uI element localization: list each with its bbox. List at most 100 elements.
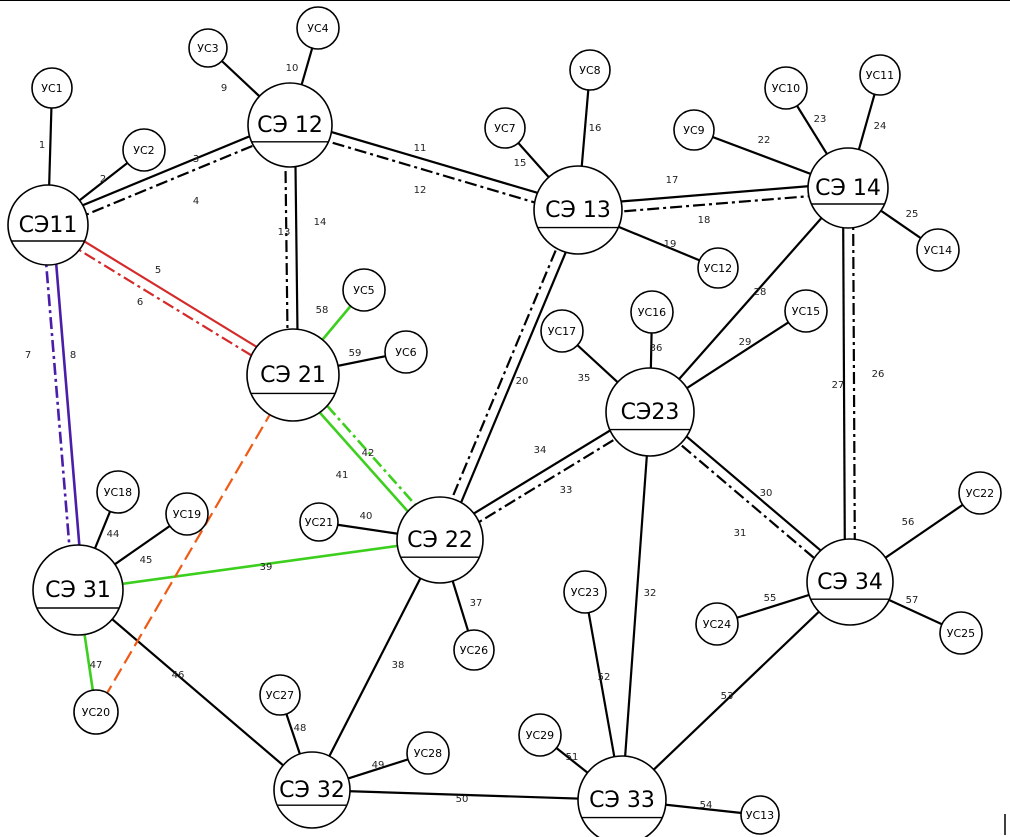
node-label: УС1 — [41, 82, 62, 95]
node-se21: СЭ 21 — [246, 328, 340, 422]
edge-label-41: 41 — [336, 470, 349, 481]
node-label: УС21 — [305, 516, 333, 529]
edge-label-45: 45 — [140, 555, 153, 566]
node-label: УС2 — [133, 144, 154, 157]
node-circle — [939, 611, 983, 655]
edge-4 — [49, 128, 293, 231]
edge-label-9: 9 — [221, 83, 227, 94]
node-label: СЭ 34 — [817, 570, 883, 595]
node-se22: СЭ 22 — [396, 496, 484, 584]
node-label: УС28 — [414, 747, 442, 760]
node-circle — [806, 538, 894, 626]
edge-label-58: 58 — [316, 305, 329, 316]
node-label: УС14 — [924, 244, 952, 257]
node-circle — [299, 502, 339, 542]
node-label: УС4 — [307, 22, 328, 35]
edge-label-24: 24 — [874, 121, 887, 132]
node-se11: СЭ11 — [7, 184, 89, 266]
node-circle — [296, 6, 340, 50]
edge-label-48: 48 — [294, 723, 307, 734]
edge-se13-se22 — [434, 207, 575, 539]
node-label: УС24 — [703, 618, 731, 631]
edge-label-2: 2 — [100, 174, 106, 185]
edge-26 — [851, 187, 857, 582]
node-circle — [563, 570, 607, 614]
node-circle — [784, 289, 828, 333]
edge-label-36: 36 — [650, 343, 663, 354]
edge-label-32: 32 — [644, 588, 657, 599]
node-us29: УС29 — [518, 713, 562, 757]
edge-label-51: 51 — [566, 752, 579, 763]
node-label: УС15 — [792, 305, 820, 318]
node-us5: УС5 — [342, 268, 386, 312]
node-us9: УС9 — [673, 109, 715, 151]
edge-label-53: 53 — [721, 691, 734, 702]
edge-label-25: 25 — [906, 209, 919, 220]
node-label: УС13 — [746, 809, 774, 822]
edge-label-35: 35 — [578, 373, 591, 384]
node-se33: СЭ 33 — [577, 755, 667, 837]
edge-label-14: 14 — [314, 217, 327, 228]
edge-label-56: 56 — [902, 517, 915, 528]
node-se14: СЭ 14 — [807, 147, 889, 229]
node-circle — [122, 128, 166, 172]
node-label: УС26 — [460, 644, 488, 657]
edge-39 — [77, 538, 441, 592]
edge-label-37: 37 — [470, 598, 483, 609]
node-label: УС6 — [395, 346, 416, 359]
node-us7: УС7 — [484, 107, 526, 149]
node-circle — [7, 184, 89, 266]
edge-label-38: 38 — [392, 660, 405, 671]
node-us11: УС11 — [859, 54, 901, 96]
edge-label-19: 19 — [664, 239, 677, 250]
edge-label-12: 12 — [414, 185, 427, 196]
node-label: УС12 — [704, 262, 732, 275]
edge-label-40: 40 — [360, 511, 373, 522]
node-circle — [807, 147, 889, 229]
edge-32 — [620, 411, 652, 801]
edge-label-8: 8 — [70, 350, 76, 361]
node-label: СЭ 33 — [589, 788, 655, 813]
node-label: СЭ 14 — [815, 176, 881, 201]
node-circle — [916, 228, 960, 272]
edge-label-13: 13 — [278, 227, 291, 238]
edge-label-23: 23 — [814, 114, 827, 125]
node-us22: УС22 — [958, 471, 1002, 515]
node-circle — [673, 109, 715, 151]
edge-label-46: 46 — [172, 670, 185, 681]
edge-5 — [50, 219, 297, 372]
edge-label-57: 57 — [906, 595, 919, 606]
node-circle — [73, 689, 119, 735]
edge-label-27: 27 — [832, 380, 845, 391]
node-circle — [32, 544, 124, 636]
node-circle — [396, 496, 484, 584]
node-us17: УС17 — [540, 309, 584, 353]
node-circle — [569, 49, 611, 91]
node-se32: СЭ 32 — [273, 751, 351, 829]
node-circle — [406, 731, 450, 775]
node-label: СЭ 12 — [257, 113, 323, 138]
node-circle — [384, 330, 428, 374]
node-label: УС8 — [579, 64, 600, 77]
node-circle — [246, 328, 340, 422]
edge-label-7: 7 — [25, 350, 31, 361]
node-us10: УС10 — [764, 66, 808, 110]
edge-27 — [841, 188, 847, 583]
node-us6: УС6 — [384, 330, 428, 374]
edge-label-28: 28 — [754, 287, 767, 298]
node-us27: УС27 — [259, 674, 301, 716]
node-se31: СЭ 31 — [32, 544, 124, 636]
node-us26: УС26 — [453, 629, 495, 671]
edge-label-54: 54 — [700, 800, 713, 811]
node-us2: УС2 — [122, 128, 166, 172]
edge-38 — [311, 539, 441, 791]
node-us28: УС28 — [406, 731, 450, 775]
node-circle — [188, 28, 228, 68]
node-label: УС7 — [494, 122, 515, 135]
edge-label-26: 26 — [872, 369, 885, 380]
edge-label-47: 47 — [90, 660, 103, 671]
node-label: СЭ 31 — [45, 578, 111, 603]
node-us4: УС4 — [296, 6, 340, 50]
